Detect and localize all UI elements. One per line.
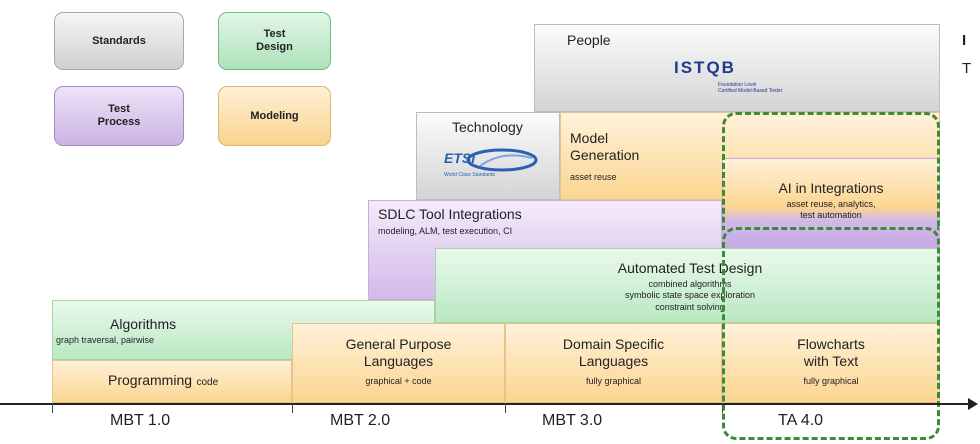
gpl-sub: graphical + code xyxy=(365,376,432,386)
automated-test-design-title: Automated Test Design xyxy=(617,260,763,276)
tick-4 xyxy=(722,403,723,413)
automated-test-design-sub2: symbolic state space exploration xyxy=(624,290,756,300)
technology-title: Technology xyxy=(452,119,523,135)
people-block xyxy=(534,24,940,112)
gpl-block xyxy=(292,323,505,403)
automated-test-design-block xyxy=(435,248,940,323)
ai-integrations-title: AI in Integrations xyxy=(778,180,884,196)
era-mbt3: MBT 3.0 xyxy=(542,412,603,429)
ta4-highlight-top xyxy=(722,112,940,230)
istqb-logo-text: ISTQB xyxy=(674,58,736,77)
ta4-highlight-box xyxy=(722,227,940,440)
tick-3 xyxy=(505,403,506,413)
automated-test-design-sub1: combined algorithms xyxy=(648,279,732,289)
legend-standards: Standards xyxy=(54,12,184,70)
right-cut-line1: I xyxy=(962,32,967,49)
legend-test-design: Test Design xyxy=(218,12,331,70)
sdlc-title: SDLC Tool Integrations xyxy=(378,206,522,222)
legend-test-process: Test Process xyxy=(54,86,184,146)
era-mbt2: MBT 2.0 xyxy=(330,412,391,429)
automated-test-design-sub3: constraint solving xyxy=(655,302,725,312)
timeline-axis xyxy=(0,403,972,405)
algorithms-sub: graph traversal, pairwise xyxy=(56,335,155,345)
legend-modeling: Modeling xyxy=(218,86,331,146)
programming-title: Programming code xyxy=(108,372,218,390)
etsi-logo-text: ETSI xyxy=(444,150,476,166)
tick-1 xyxy=(52,403,53,413)
people-title: People xyxy=(567,32,611,48)
era-ta4: TA 4.0 xyxy=(778,412,824,429)
dsl-title: Domain Specific Languages xyxy=(562,336,665,369)
flowcharts-block xyxy=(722,323,940,403)
technology-block xyxy=(416,112,560,200)
programming-label: Programming xyxy=(108,372,193,388)
etsi-swoosh-icon xyxy=(466,148,538,172)
istqb-logo: ISTQB Foundation Level Certified Model-B… xyxy=(672,55,848,107)
model-generation-sub: asset reuse xyxy=(570,172,617,182)
programming-block xyxy=(52,360,292,403)
era-mbt1: MBT 1.0 xyxy=(110,412,171,429)
ai-integrations-block xyxy=(722,158,940,248)
ai-integrations-sub: asset reuse, analytics, test automation xyxy=(786,199,876,220)
tick-2 xyxy=(292,403,293,413)
istqb-logo-sub1: Foundation Level xyxy=(718,82,757,88)
etsi-logo-sub: World Class Standards xyxy=(444,172,496,178)
model-generation-title: Model Generation xyxy=(570,130,640,163)
algorithms-title: Algorithms xyxy=(110,316,177,332)
istqb-logo-sub2: Certified Model-Based Tester xyxy=(718,88,783,94)
right-cut-line2: T xyxy=(962,60,972,77)
sdlc-sub: modeling, ALM, test execution, CI xyxy=(378,226,513,236)
dsl-block xyxy=(505,323,722,403)
etsi-logo: ETSI World Class Standards xyxy=(440,146,550,186)
programming-sub: code xyxy=(196,377,219,388)
flowcharts-title: Flowcharts with Text xyxy=(797,336,865,369)
timeline-arrow-icon xyxy=(968,398,978,410)
gpl-title: General Purpose Languages xyxy=(345,336,452,369)
dsl-sub: fully graphical xyxy=(585,376,642,386)
flowcharts-sub: fully graphical xyxy=(803,376,859,386)
